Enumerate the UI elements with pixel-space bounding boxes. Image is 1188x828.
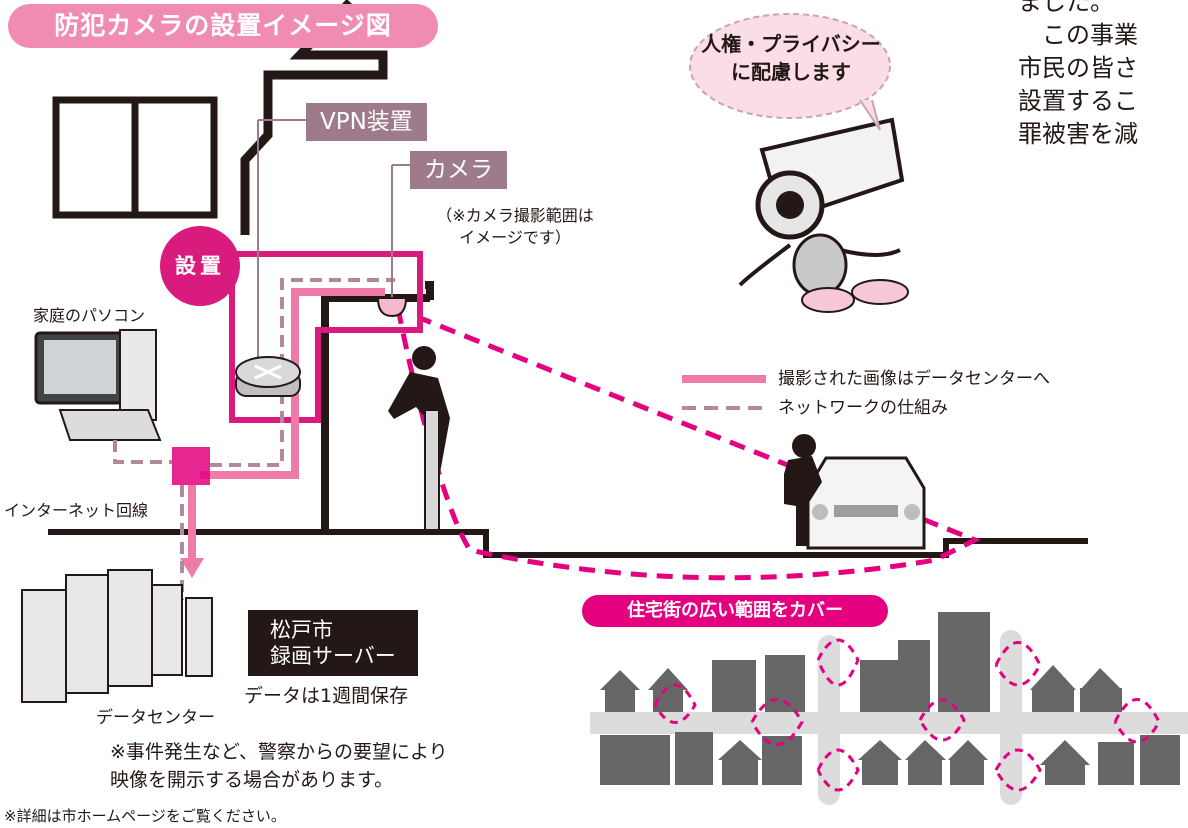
camera-tag: カメラ	[410, 151, 507, 189]
legend-solid-label: 撮影された画像はデータセンターへ	[778, 369, 1050, 389]
internet-line-label: インターネット回線	[4, 501, 149, 520]
car-icon	[806, 456, 926, 550]
body-text-line: 罪被害を減	[1018, 120, 1138, 148]
internet-route	[113, 440, 210, 600]
body-text-line: この事業	[1018, 21, 1138, 49]
footer-note: ※詳細は市ホームページをご覧ください。	[4, 807, 286, 825]
police-disclosure-note: ※事件発生など、警察からの要望により 映像を開示する場合があります。	[110, 741, 448, 791]
data-retention-label: データは1週間保存	[244, 685, 409, 707]
house-outline	[240, 0, 388, 235]
home-pc-icon	[34, 329, 162, 441]
body-text-line: 設置するこ	[1018, 87, 1138, 115]
camera-coverage	[395, 307, 982, 581]
mascot-camera-icon	[738, 117, 909, 313]
intruder-figure	[388, 346, 450, 531]
speech-bubble	[689, 13, 891, 131]
vpn-router-icon	[235, 356, 301, 397]
camera-range-note: （※カメラ撮影範囲は イメージです）	[436, 206, 594, 247]
datacenter-servers-icon	[21, 569, 213, 703]
home-pc-label: 家庭のパソコン	[33, 306, 146, 325]
vpn-device-tag: VPN装置	[306, 103, 427, 141]
install-badge: 設置	[160, 226, 240, 306]
privacy-bubble-text: 人権・プライバシー に配慮します	[701, 32, 881, 84]
ground-line	[48, 529, 1088, 558]
legend-dashed-label: ネットワークの仕組み	[778, 398, 948, 418]
body-text-column: ました。 この事業 市民の皆さ 設置するこ 罪被害を減	[1018, 0, 1188, 151]
recording-server-box: 松戸市 録画サーバー	[248, 610, 418, 676]
car-thief-figure	[784, 434, 822, 546]
coverage-label: 住宅街の広い範囲をカバー	[582, 595, 888, 627]
datacenter-label: データセンター	[96, 708, 215, 728]
diagram-title: 防犯カメラの設置イメージ図	[8, 4, 438, 48]
town-illustration	[590, 612, 1188, 805]
house-camera-icon	[376, 297, 408, 318]
body-text-line: ました。	[1018, 0, 1114, 16]
body-text-line: 市民の皆さ	[1018, 54, 1138, 82]
